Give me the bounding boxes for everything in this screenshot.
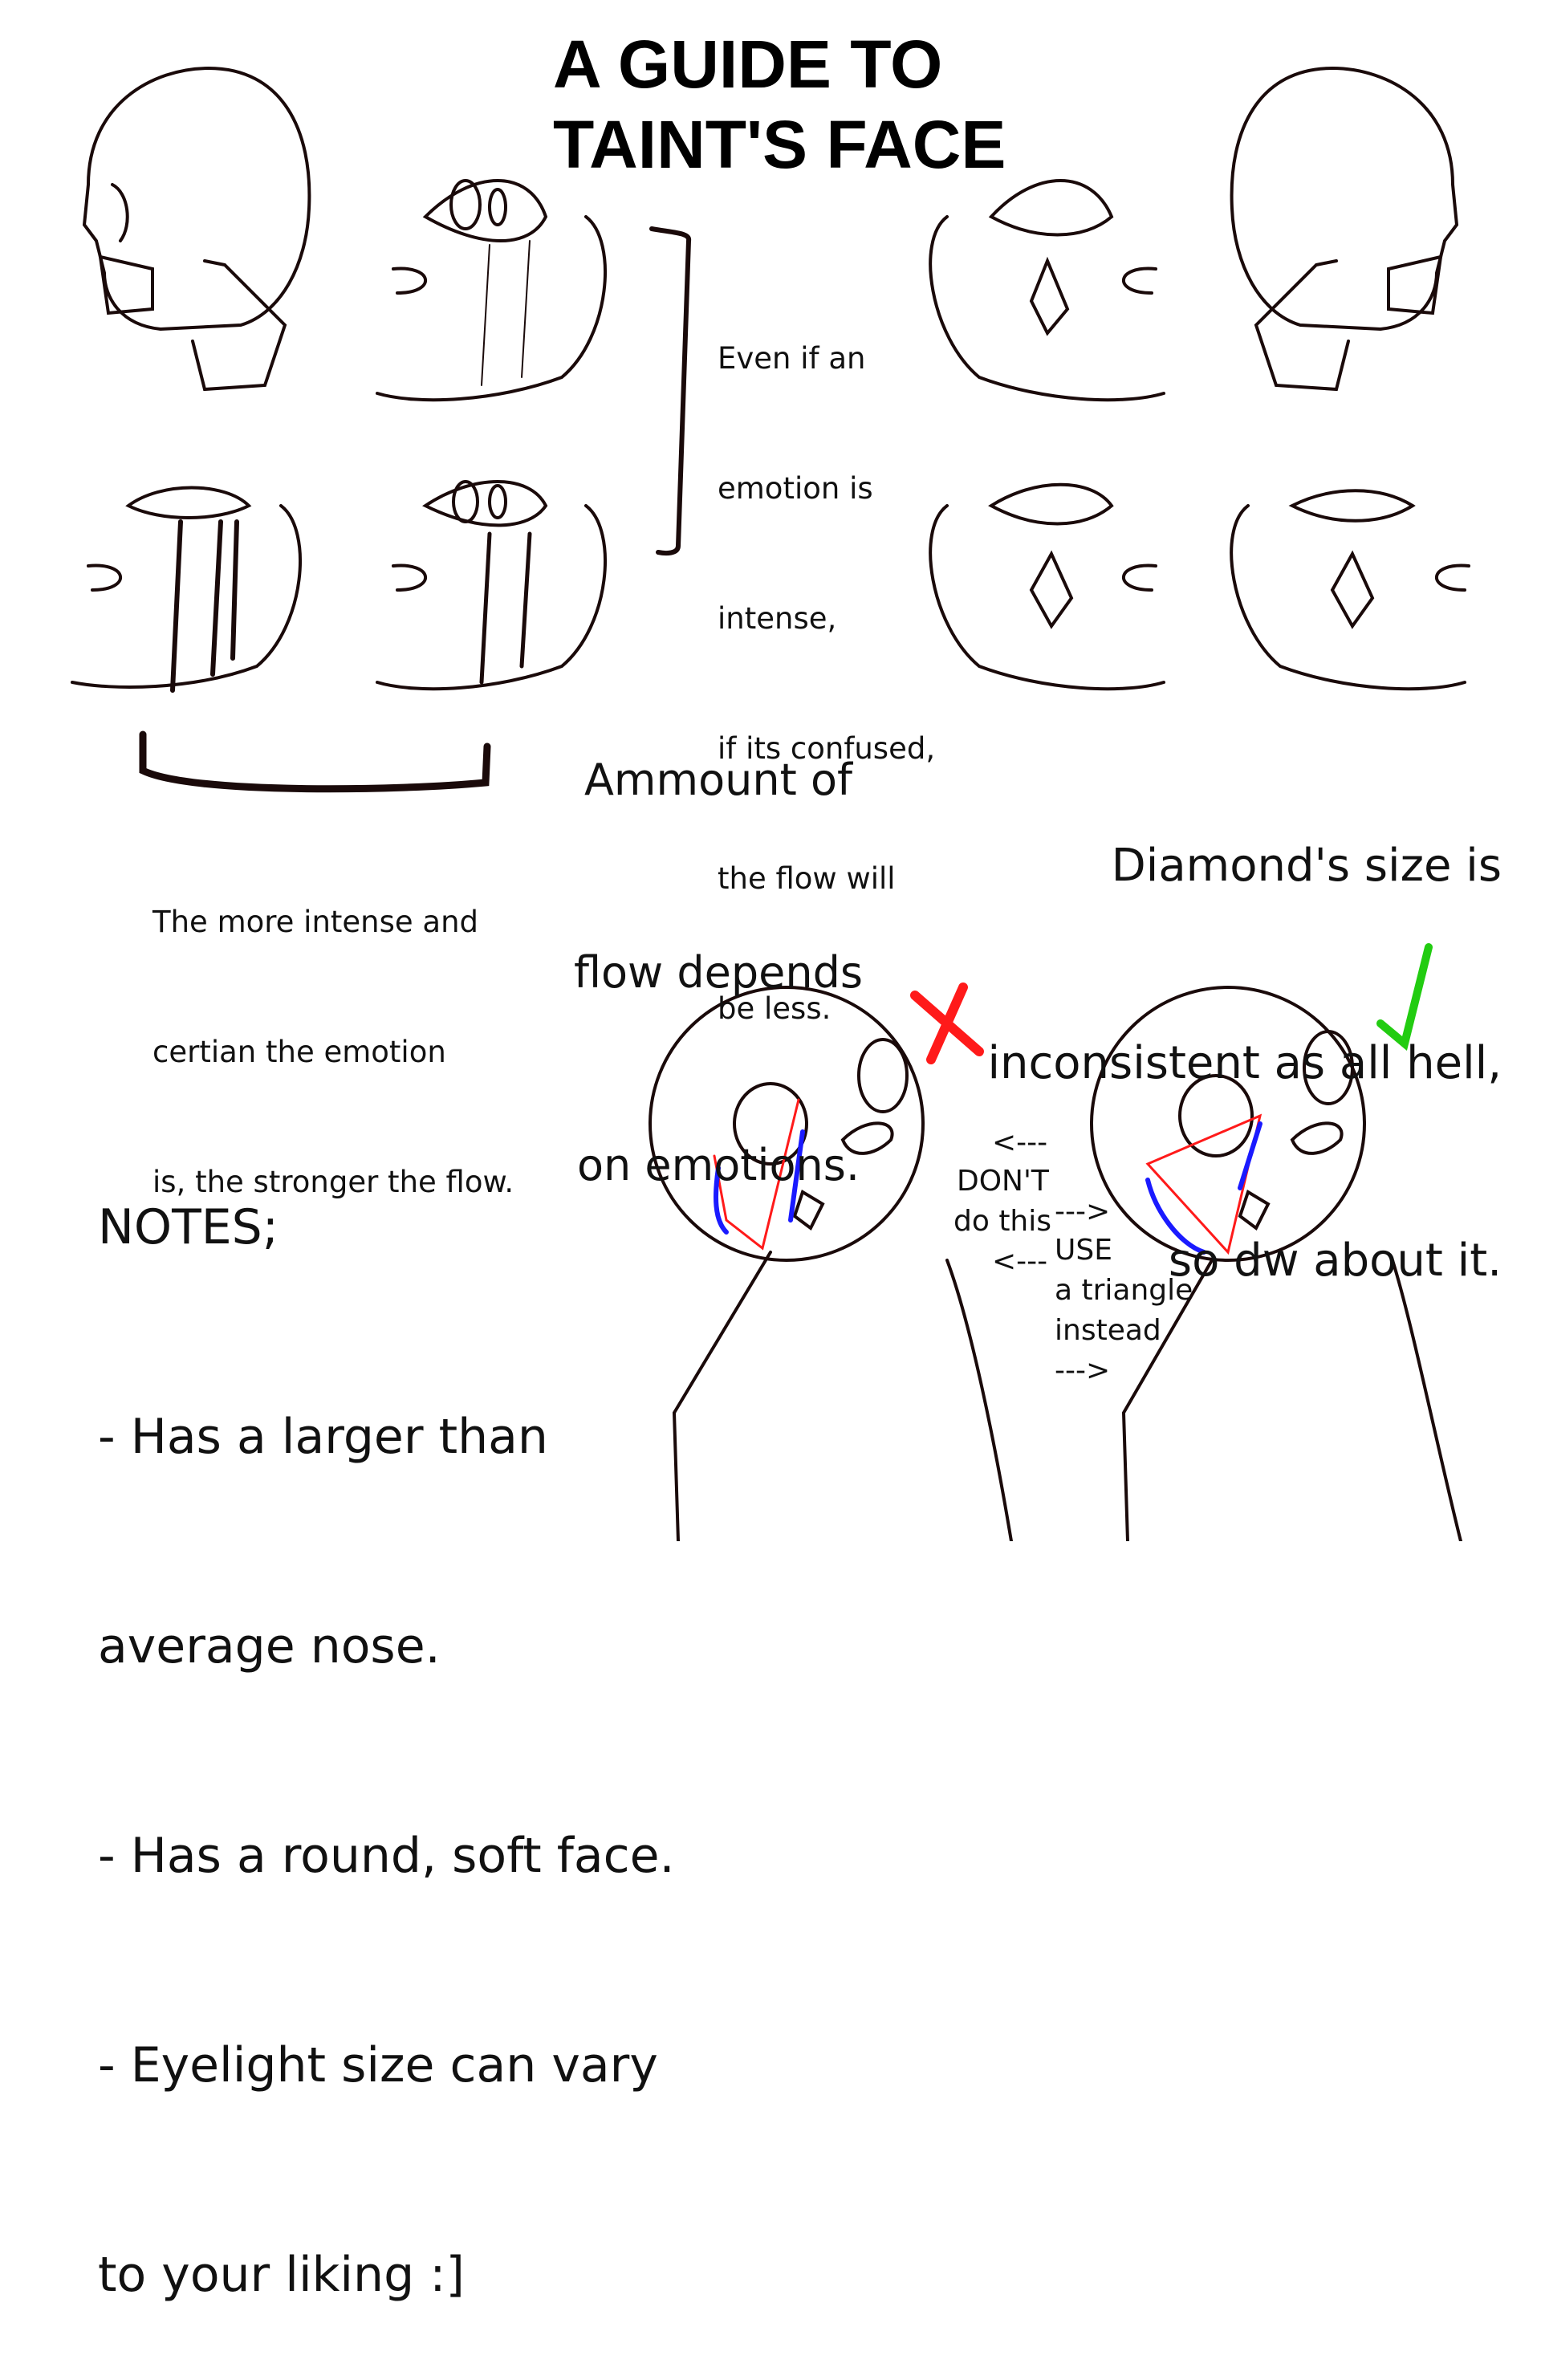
- face-diamond-2: [929, 482, 1165, 691]
- note-line: on emotions.: [576, 1140, 860, 1190]
- note-line: flow depends: [573, 947, 864, 998]
- bracket-bottom: [139, 730, 491, 793]
- note-line: if its confused,: [718, 731, 936, 766]
- do-this-label: do this: [953, 1205, 1052, 1238]
- skull-profile-left: [82, 66, 311, 392]
- arrow-left-label: <---: [992, 1245, 1048, 1278]
- title-line: TAINT'S FACE: [553, 107, 1006, 182]
- diamond-note: Diamond's size is inconsistent as all he…: [987, 702, 1502, 1360]
- note-line: so dw about it.: [1168, 1235, 1502, 1287]
- note-line: intense,: [718, 601, 837, 636]
- note-line: - Eyelight size can vary: [98, 2037, 658, 2093]
- skull-profile-right: [1230, 66, 1459, 392]
- character-right: [1090, 986, 1462, 1541]
- note-line: certian the emotion: [152, 1035, 446, 1069]
- face-diamond-1: [929, 179, 1165, 402]
- character-wrong: [649, 986, 1013, 1541]
- note-line: to your liking :]: [98, 2247, 465, 2303]
- note-line: Diamond's size is: [1111, 840, 1502, 892]
- note-line: Ammount of: [583, 755, 853, 805]
- x-mark-icon: [910, 983, 984, 1064]
- flow-note: Ammount of flow depends on emotions.: [530, 620, 907, 1262]
- note-line: emotion is: [718, 471, 873, 506]
- triangle-label: a triangle: [1055, 1274, 1193, 1307]
- note-line: is, the stronger the flow.: [152, 1165, 514, 1199]
- title-line: A GUIDE TO: [553, 26, 943, 102]
- note-line: The more intense and: [152, 905, 479, 939]
- note-line: the flow will: [718, 861, 896, 896]
- bracket-right: [649, 226, 691, 555]
- note-line: Even if an: [718, 341, 866, 376]
- face-diamond-3: [1230, 489, 1470, 691]
- intensity-note: The more intense and certian the emotion…: [152, 814, 514, 1247]
- arrow-left-label: <---: [992, 1126, 1048, 1159]
- note-line: average nose.: [98, 1618, 441, 1674]
- bracket-note: Even if an emotion is intense, if its co…: [718, 250, 935, 1074]
- notes-list: NOTES; - Has a larger than average nose.…: [98, 1053, 675, 2380]
- note-line: be less.: [718, 991, 831, 1026]
- note-line: inconsistent as all hell,: [987, 1037, 1502, 1089]
- use-label: USE: [1055, 1234, 1112, 1267]
- note-line: - Has a round, soft face.: [98, 1828, 675, 1884]
- notes-heading: NOTES;: [98, 1199, 279, 1255]
- arrow-right-label: --->: [1055, 1354, 1111, 1387]
- face-crying-2: [71, 486, 302, 693]
- face-crying-1: [376, 179, 607, 402]
- arrow-right-label: --->: [1055, 1195, 1111, 1228]
- sketch-drawings: [71, 66, 1470, 1541]
- note-line: - Has a larger than: [98, 1409, 548, 1465]
- dont-label: DON'T: [957, 1165, 1049, 1198]
- instead-label: instead: [1055, 1314, 1161, 1347]
- face-crying-3: [376, 480, 607, 691]
- check-mark-icon: [1376, 943, 1433, 1051]
